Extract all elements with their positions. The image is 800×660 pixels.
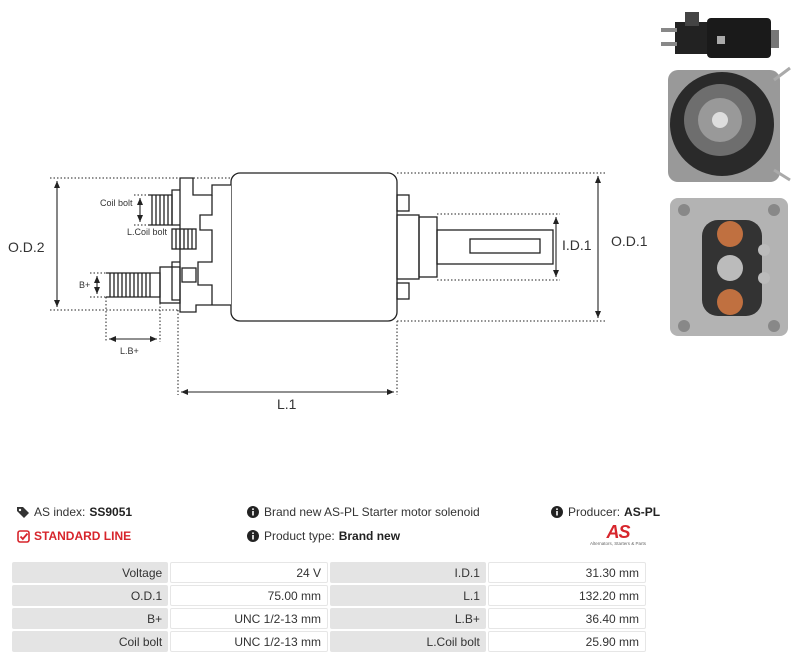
as-index: AS index: SS9051 <box>16 505 132 519</box>
lb-label: L.B+ <box>120 346 139 356</box>
table-row: Voltage 24 V I.D.1 31.30 mm <box>12 562 646 583</box>
spec-value: 31.30 mm <box>487 562 646 583</box>
info-icon <box>550 505 564 519</box>
as-index-value: SS9051 <box>89 505 133 519</box>
spec-value: 25.90 mm <box>487 631 646 652</box>
spec-value: UNC 1/2-13 mm <box>170 608 329 629</box>
standard-line: STANDARD LINE <box>16 529 131 543</box>
product-photo-terminals <box>670 198 788 336</box>
lcoil-bolt-label: L.Coil bolt <box>127 227 168 237</box>
spec-value: UNC 1/2-13 mm <box>170 631 329 652</box>
bplus-label: B+ <box>79 280 90 290</box>
spec-key: B+ <box>12 608 169 629</box>
spec-key: I.D.1 <box>330 562 486 583</box>
od2-label: O.D.2 <box>8 239 45 255</box>
spec-value: 132.20 mm <box>487 585 646 606</box>
product-photo-back <box>668 66 791 182</box>
tag-icon <box>16 505 30 519</box>
lcoil-bolt-drawing <box>171 228 197 250</box>
spec-key: O.D.1 <box>12 585 169 606</box>
info-icon <box>246 505 260 519</box>
table-row: B+ UNC 1/2-13 mm L.B+ 36.40 mm <box>12 608 646 629</box>
spec-value: 24 V <box>170 562 329 583</box>
product-photo-side <box>661 12 779 58</box>
spec-key: Voltage <box>12 562 169 583</box>
product-type-value: Brand new <box>338 529 401 543</box>
coil-bolt-drawing <box>148 194 173 226</box>
check-icon <box>16 529 30 543</box>
info-icon <box>246 529 260 543</box>
l1-label: L.1 <box>277 396 297 412</box>
bplus-bolt-drawing <box>106 266 197 304</box>
producer-value: AS-PL <box>624 505 661 519</box>
spec-table: Voltage 24 V I.D.1 31.30 mm O.D.1 75.00 … <box>10 560 648 654</box>
plunger-drawing <box>396 194 554 300</box>
as-pl-logo: AS Alternators, Starters & Parts <box>589 522 647 546</box>
spec-key: L.Coil bolt <box>330 631 486 652</box>
solenoid-technical-drawing: O.D.2 O.D.1 I.D.1 L.1 L.B+ B+ Coil bolt … <box>8 172 648 412</box>
producer: Producer: AS-PL <box>550 505 660 519</box>
product-type: Product type: Brand new <box>246 529 400 543</box>
table-row: O.D.1 75.00 mm L.1 132.20 mm <box>12 585 646 606</box>
spec-key: L.1 <box>330 585 486 606</box>
table-row: Coil bolt UNC 1/2-13 mm L.Coil bolt 25.9… <box>12 631 646 652</box>
spec-value: 75.00 mm <box>170 585 329 606</box>
solenoid-body <box>230 172 398 322</box>
spec-key: Coil bolt <box>12 631 169 652</box>
od1-label: O.D.1 <box>611 233 648 249</box>
coil-bolt-label: Coil bolt <box>100 198 133 208</box>
spec-key: L.B+ <box>330 608 486 629</box>
spec-value: 36.40 mm <box>487 608 646 629</box>
id1-label: I.D.1 <box>562 237 592 253</box>
description: Brand new AS-PL Starter motor solenoid <box>246 505 480 519</box>
